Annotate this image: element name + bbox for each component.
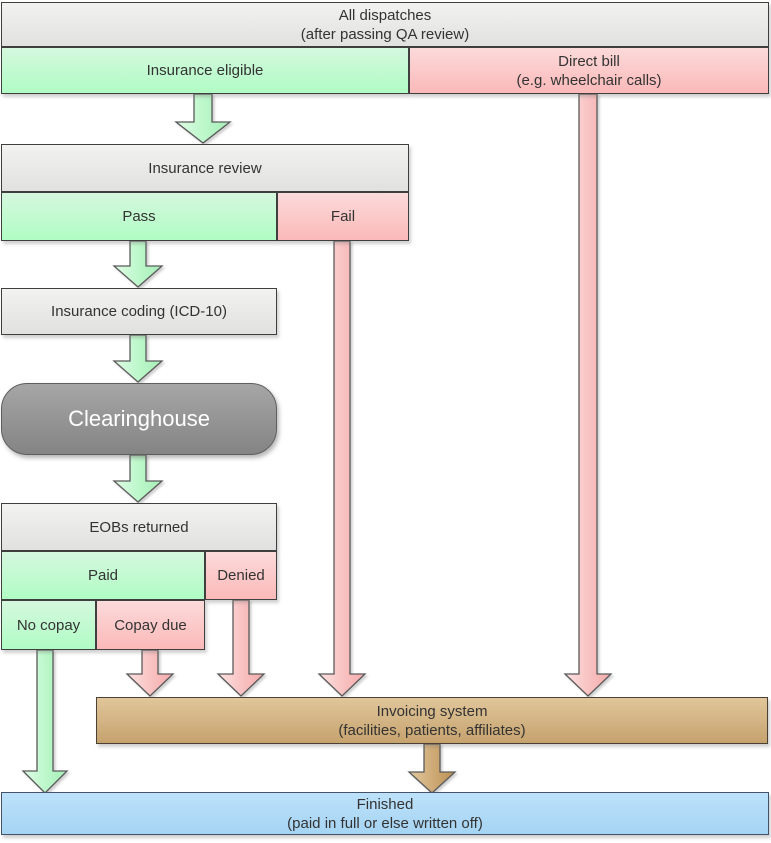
node-denied-label: Denied <box>217 567 265 584</box>
node-clearinghouse: Clearinghouse <box>1 383 277 455</box>
node-clearinghouse-label: Clearinghouse <box>68 406 210 431</box>
node-all-dispatches-line1: All dispatches <box>338 6 432 24</box>
node-direct-bill: Direct bill (e.g. wheelchair calls) <box>409 47 769 94</box>
node-direct-bill-line1: Direct bill <box>558 52 620 70</box>
node-invoicing-system-line2: (facilities, patients, affiliates) <box>338 721 526 739</box>
node-pass: Pass <box>1 192 277 241</box>
arrow-denied-to-invoicing <box>216 599 266 697</box>
node-eobs-returned-label: EOBs returned <box>89 518 189 536</box>
node-insurance-coding: Insurance coding (ICD-10) <box>1 288 277 335</box>
node-fail: Fail <box>277 192 409 241</box>
node-insurance-eligible-label: Insurance eligible <box>146 62 264 79</box>
node-insurance-review-label: Insurance review <box>148 159 262 177</box>
node-invoicing-system: Invoicing system (facilities, patients, … <box>96 697 768 744</box>
node-pass-label: Pass <box>122 208 156 225</box>
node-insurance-review: Insurance review <box>1 144 409 192</box>
node-insurance-eligible: Insurance eligible <box>1 47 409 94</box>
node-invoicing-system-line1: Invoicing system <box>376 702 488 720</box>
node-finished-line1: Finished <box>356 795 414 813</box>
node-fail-label: Fail <box>330 208 356 225</box>
node-all-dispatches: All dispatches (after passing QA review) <box>1 2 769 47</box>
arrow-pass-to-insurance-coding <box>112 240 164 288</box>
node-paid: Paid <box>1 551 205 600</box>
node-all-dispatches-line2: (after passing QA review) <box>300 25 470 43</box>
node-finished-line2: (paid in full or else written off) <box>287 814 483 832</box>
node-denied: Denied <box>205 551 277 600</box>
node-no-copay: No copay <box>1 600 96 650</box>
arrow-clearinghouse-to-eobs <box>112 454 164 503</box>
arrow-coding-to-clearinghouse <box>112 334 164 383</box>
arrow-copay-due-to-invoicing <box>125 649 175 697</box>
arrow-fail-to-invoicing <box>317 240 367 697</box>
node-eobs-returned: EOBs returned <box>1 503 277 551</box>
arrow-direct-bill-to-invoicing <box>563 93 613 697</box>
node-copay-due: Copay due <box>96 600 205 650</box>
node-finished: Finished (paid in full or else written o… <box>1 792 769 835</box>
node-no-copay-label: No copay <box>16 616 81 634</box>
node-direct-bill-line2: (e.g. wheelchair calls) <box>516 71 662 89</box>
node-copay-due-label: Copay due <box>114 616 187 634</box>
arrow-no-copay-to-finished <box>21 649 69 794</box>
node-paid-label: Paid <box>87 567 119 584</box>
arrow-invoicing-to-finished <box>407 743 457 794</box>
arrow-insurance-eligible-to-review <box>174 93 232 144</box>
node-insurance-coding-label: Insurance coding (ICD-10) <box>51 303 227 320</box>
